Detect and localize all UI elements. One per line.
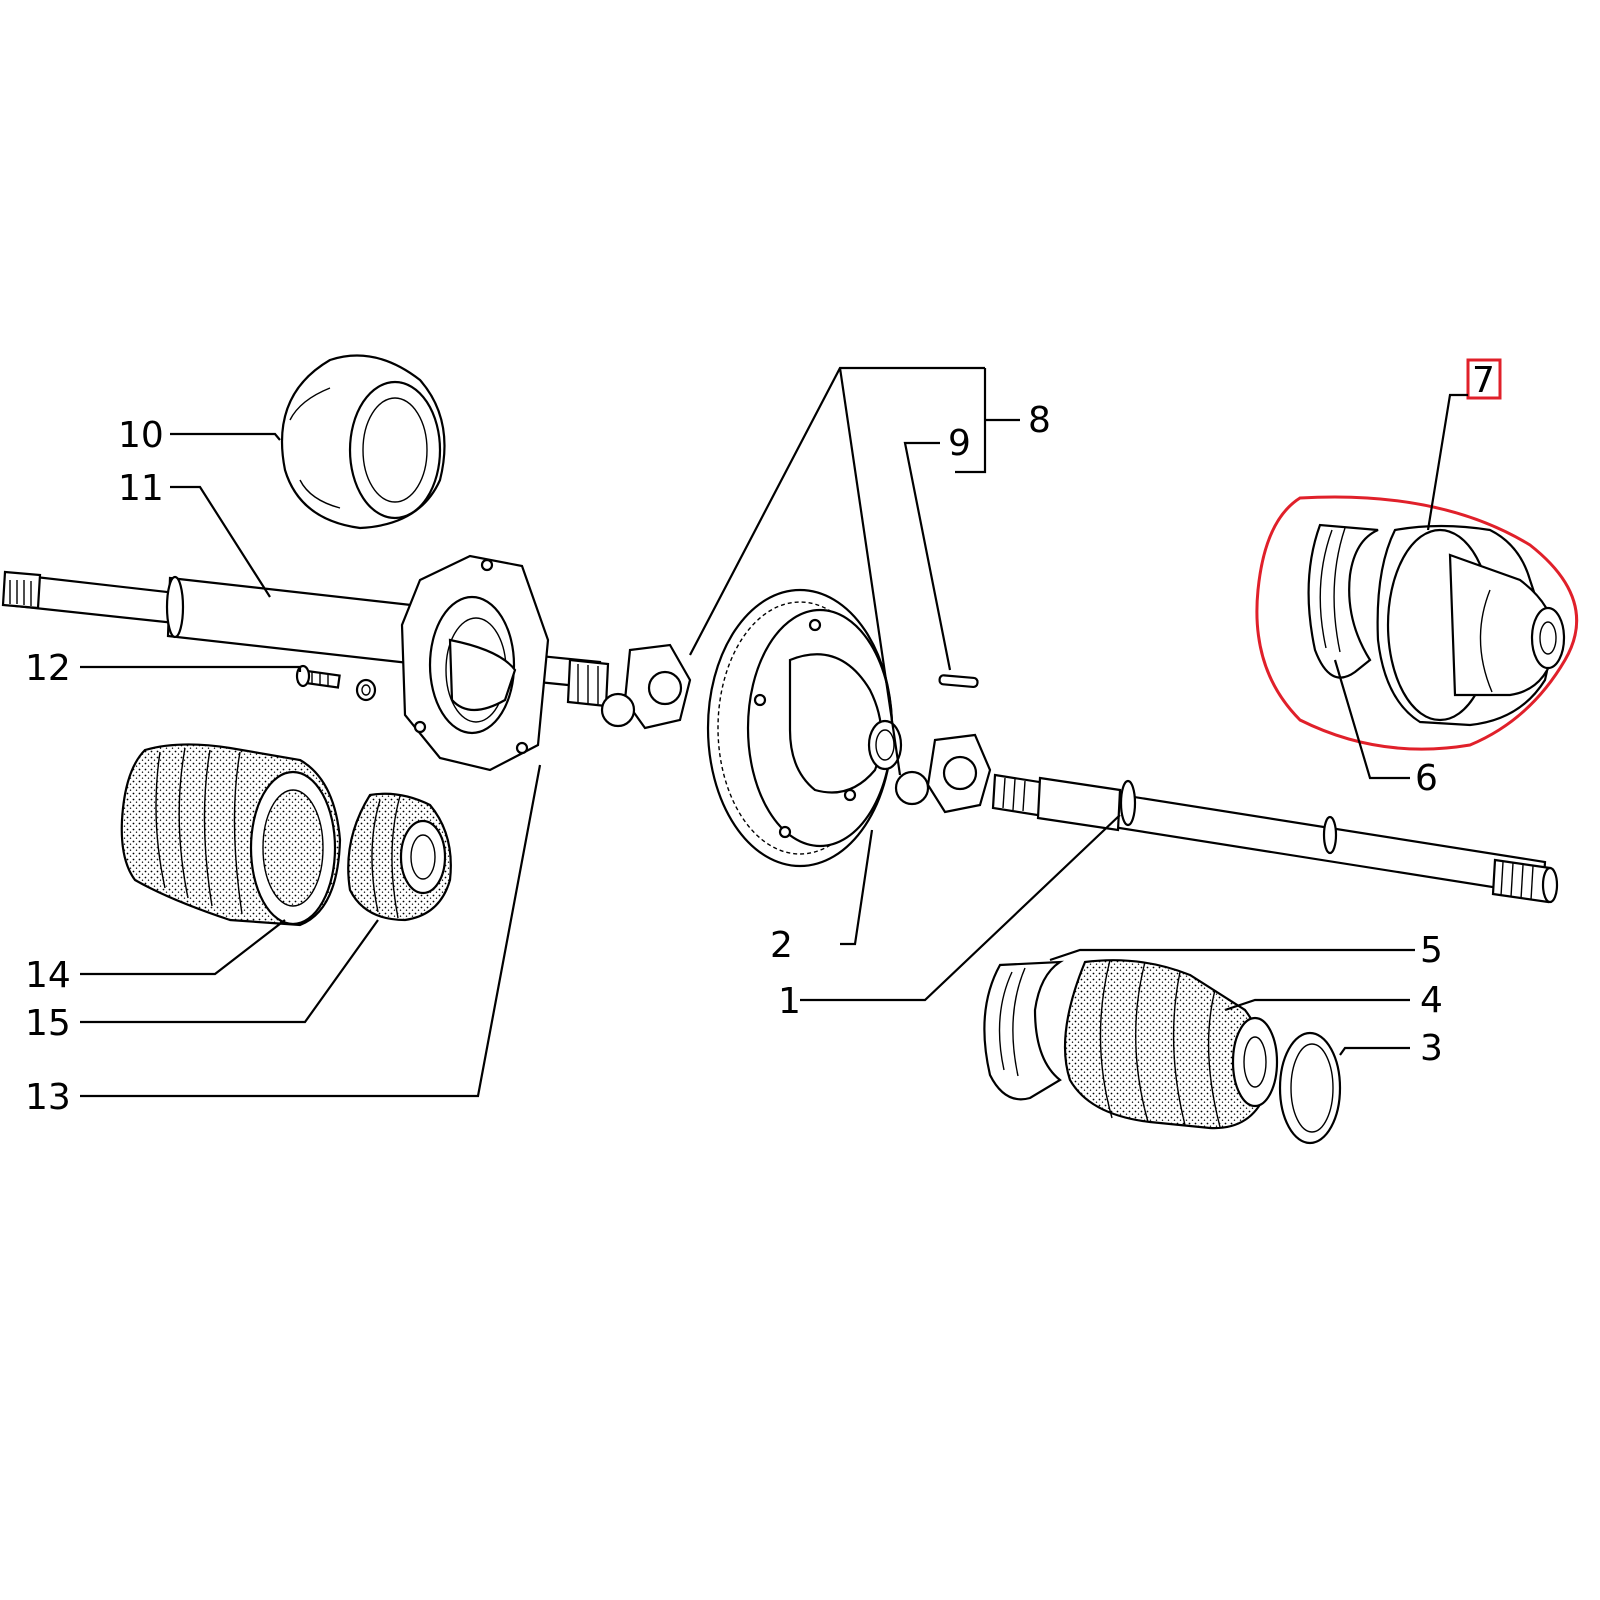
part-13-flange xyxy=(400,554,550,772)
label-11: 11 xyxy=(118,468,164,509)
part-11-left-shaft xyxy=(1,570,610,708)
label-3: 3 xyxy=(1420,1028,1443,1069)
part-14-boot xyxy=(120,743,342,927)
label-8: 8 xyxy=(1028,400,1051,441)
part-8-planet-gears xyxy=(600,643,992,814)
highlight-outline xyxy=(1255,495,1579,751)
part-4-boot xyxy=(1063,959,1279,1130)
leader-lines xyxy=(80,366,1468,1098)
part-1-right-shaft xyxy=(991,773,1559,904)
label-2: 2 xyxy=(770,925,793,966)
part-10-bearing xyxy=(280,354,446,530)
label-6: 6 xyxy=(1415,758,1438,799)
label-14: 14 xyxy=(25,955,71,996)
label-5: 5 xyxy=(1420,930,1443,971)
part-12-bolt-nut xyxy=(295,664,377,702)
highlight-label-box xyxy=(1466,358,1502,400)
part-15-small-boot xyxy=(347,792,452,922)
label-13: 13 xyxy=(25,1077,71,1118)
part-9-pin xyxy=(938,674,979,689)
part-6-clamp xyxy=(1307,523,1379,679)
part-7-cv-joint xyxy=(1376,524,1566,727)
label-1: 1 xyxy=(778,981,801,1022)
label-12: 12 xyxy=(25,648,71,689)
part-3-clamp-ring xyxy=(1278,1031,1342,1145)
part-5-clamp xyxy=(983,960,1065,1101)
part-2-crown-gear xyxy=(706,588,903,868)
label-9: 9 xyxy=(948,423,971,464)
label-4: 4 xyxy=(1420,980,1443,1021)
part-labels: 10 11 12 14 15 13 2 1 5 4 3 6 7 8 9 xyxy=(25,360,1495,1118)
label-15: 15 xyxy=(25,1003,71,1044)
label-7: 7 xyxy=(1472,360,1495,401)
label-10: 10 xyxy=(118,415,164,456)
